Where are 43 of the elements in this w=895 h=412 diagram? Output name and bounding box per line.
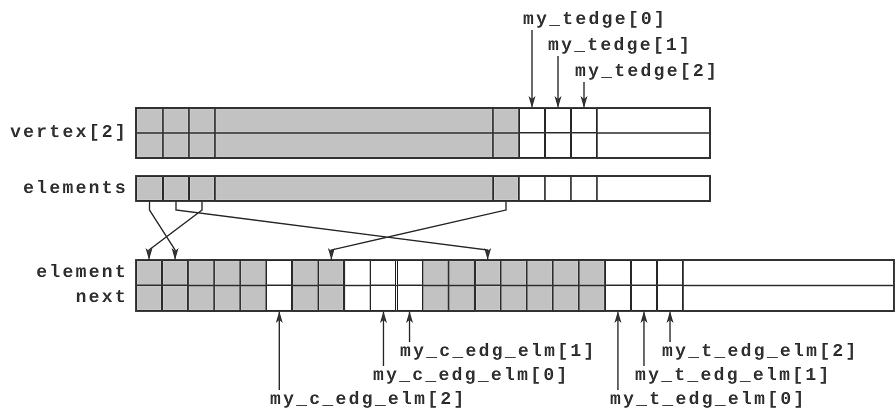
arrow — [580, 82, 588, 108]
array-name: element — [36, 263, 128, 283]
arrow — [146, 201, 203, 260]
array-cell — [318, 260, 344, 311]
array-cell — [162, 260, 188, 311]
array-cell — [370, 260, 396, 311]
array-cell — [519, 108, 545, 158]
pointer-label: my_c_edg_elm[1] — [400, 342, 597, 362]
pointer-label: my_t_edg_elm[1] — [635, 366, 832, 386]
array-cell — [493, 176, 519, 201]
pointer-label: my_t_edg_elm[0] — [610, 390, 807, 410]
arrow — [554, 56, 562, 108]
arrow — [276, 311, 283, 390]
pointer-label: my_t_edg_elm[2] — [662, 342, 859, 362]
arrow — [148, 201, 179, 260]
arrow — [328, 201, 507, 260]
pointer-label: my_tedge[0] — [523, 10, 668, 30]
array-cell — [136, 260, 162, 311]
arrow — [640, 311, 648, 366]
pointer-label: my_tedge[2] — [575, 62, 720, 82]
array-name: elements — [23, 178, 128, 198]
array-cell — [396, 260, 423, 311]
array-cell — [630, 260, 657, 311]
array-cell — [474, 260, 501, 311]
array-cell — [604, 260, 631, 311]
arrow — [614, 311, 622, 390]
pointer-label: my_c_edg_elm[2] — [270, 390, 467, 410]
array-name: vertex[2] — [10, 123, 128, 143]
pointer-label: my_c_edg_elm[0] — [373, 366, 570, 386]
arrow — [406, 311, 414, 342]
pointer-label: my_tedge[1] — [548, 36, 692, 56]
array-cell — [266, 260, 292, 311]
array-cell — [545, 108, 571, 158]
arrow — [666, 311, 674, 342]
array-cell — [163, 176, 189, 201]
arrow — [175, 201, 492, 260]
array-cell — [571, 108, 597, 158]
arrow — [528, 30, 536, 108]
arrow — [380, 311, 387, 366]
array-name: next — [76, 288, 128, 308]
array-cell — [189, 176, 215, 201]
array-cell — [657, 260, 684, 311]
array-cell — [136, 176, 163, 201]
